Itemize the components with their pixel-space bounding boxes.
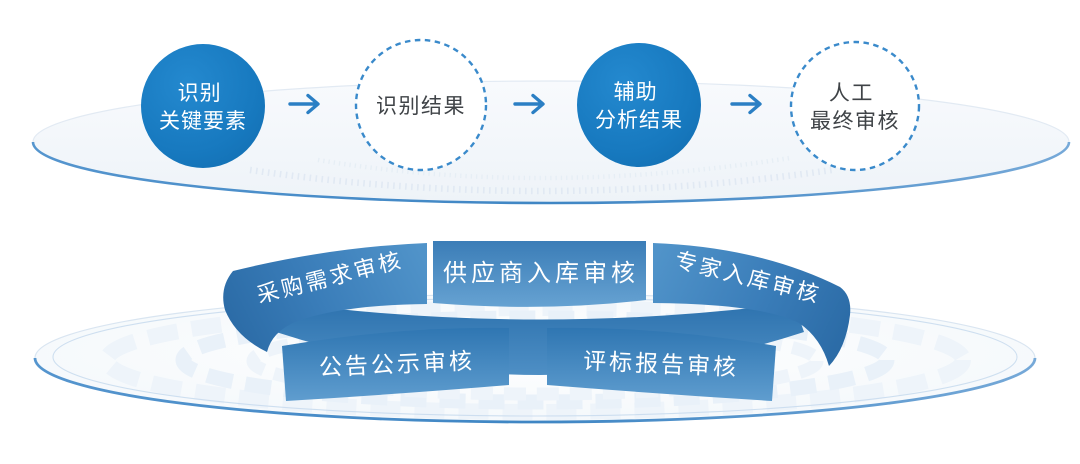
banner-ring: 采购需求审核 供应商入库审核 专家入库审核 公告公示审核 评标报告审核 [223,241,851,401]
flow-step-2-circle: 识别结果 [354,38,488,172]
flow-step-label: 人工 最终审核 [810,82,900,133]
ring-banner-supplier-onboarding [433,241,646,307]
flow-step-label: 识别 关键要素 [159,82,247,133]
arrow-right-icon [513,93,545,115]
flow-step-label: 辅助 分析结果 [595,81,683,132]
ring-banner-label: 供应商入库审核 [443,260,639,287]
flow-row: 识别 关键要素 识别结果 辅助 分析结果 [141,38,921,172]
arrow-right-icon [288,93,320,115]
ring-banner-expert-onboarding [653,243,851,366]
ring-banner-announcement [282,327,509,401]
flow-step-3-circle: 辅助 分析结果 [577,43,701,167]
arrow-right-icon [730,93,762,115]
flow-step-label: 识别结果 [376,95,466,118]
ring-banner-procurement-demand [223,243,427,352]
flow-step-1-circle: 识别 关键要素 [141,44,265,168]
ring-banner-evaluation-report [547,327,776,401]
flow-step-4-circle: 人工 最终审核 [789,40,921,172]
